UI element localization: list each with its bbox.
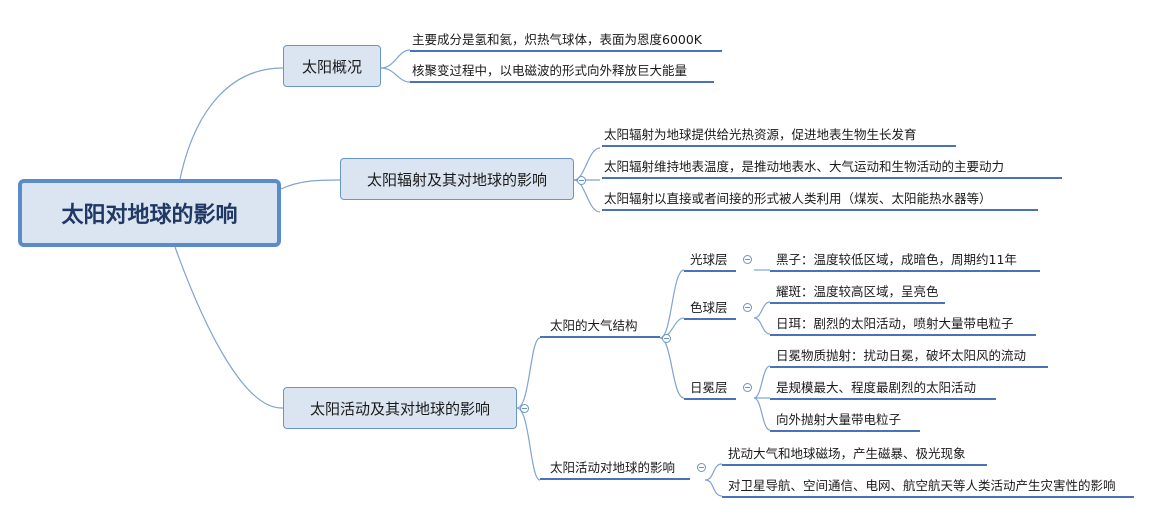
- root-topic[interactable]: 太阳对地球的影响: [18, 179, 281, 247]
- collapse-toggle-icon[interactable]: [662, 334, 671, 343]
- layer-chromosphere[interactable]: 色球层: [684, 299, 736, 320]
- chromosphere-item-2[interactable]: 日珥：剧烈的太阳活动，喷射大量带电粒子: [770, 315, 1036, 336]
- branch-overview[interactable]: 太阳概况: [283, 45, 381, 87]
- corona-item-3[interactable]: 向外抛射大量带电粒子: [770, 411, 920, 432]
- collapse-toggle-icon[interactable]: [577, 176, 586, 185]
- activity-effects[interactable]: 太阳活动对地球的影响: [540, 459, 690, 480]
- corona-item-1[interactable]: 日冕物质抛射：扰动日冕，破坏太阳风的流动: [770, 347, 1048, 368]
- branch-activity[interactable]: 太阳活动及其对地球的影响: [283, 387, 517, 429]
- collapse-toggle-icon[interactable]: [520, 404, 529, 413]
- collapse-toggle-icon[interactable]: [743, 303, 752, 312]
- layer-corona[interactable]: 日冕层: [684, 379, 736, 400]
- collapse-toggle-icon[interactable]: [743, 255, 752, 264]
- branch-radiation[interactable]: 太阳辐射及其对地球的影响: [340, 158, 574, 200]
- radiation-item-2[interactable]: 太阳辐射维持地表温度，是推动地表水、大气运动和生物活动的主要动力: [602, 158, 1062, 179]
- atmosphere-structure[interactable]: 太阳的大气结构: [540, 317, 660, 338]
- effects-item-1[interactable]: 扰动大气和地球磁场，产生磁暴、极光现象: [722, 445, 987, 466]
- corona-item-2[interactable]: 是规模最大、程度最剧烈的太阳活动: [770, 379, 996, 400]
- collapse-toggle-icon[interactable]: [697, 463, 706, 472]
- chromosphere-item-1[interactable]: 耀斑：温度较高区域，呈亮色: [770, 283, 945, 304]
- overview-item-1[interactable]: 主要成分是氢和氦，炽热气球体，表面为恩度6000K: [410, 31, 722, 52]
- collapse-toggle-icon[interactable]: [743, 383, 752, 392]
- radiation-item-1[interactable]: 太阳辐射为地球提供给光热资源，促进地表生物生长发育: [602, 126, 956, 147]
- effects-item-2[interactable]: 对卫星导航、空间通信、电网、航空航天等人类活动产生灾害性的影响: [722, 477, 1134, 498]
- radiation-item-3[interactable]: 太阳辐射以直接或者间接的形式被人类利用（煤炭、太阳能热水器等）: [602, 190, 1038, 211]
- photosphere-item-1[interactable]: 黑子：温度较低区域，成暗色，周期约11年: [770, 251, 1040, 272]
- layer-photosphere[interactable]: 光球层: [684, 251, 736, 272]
- overview-item-2[interactable]: 核聚变过程中，以电磁波的形式向外释放巨大能量: [410, 62, 714, 83]
